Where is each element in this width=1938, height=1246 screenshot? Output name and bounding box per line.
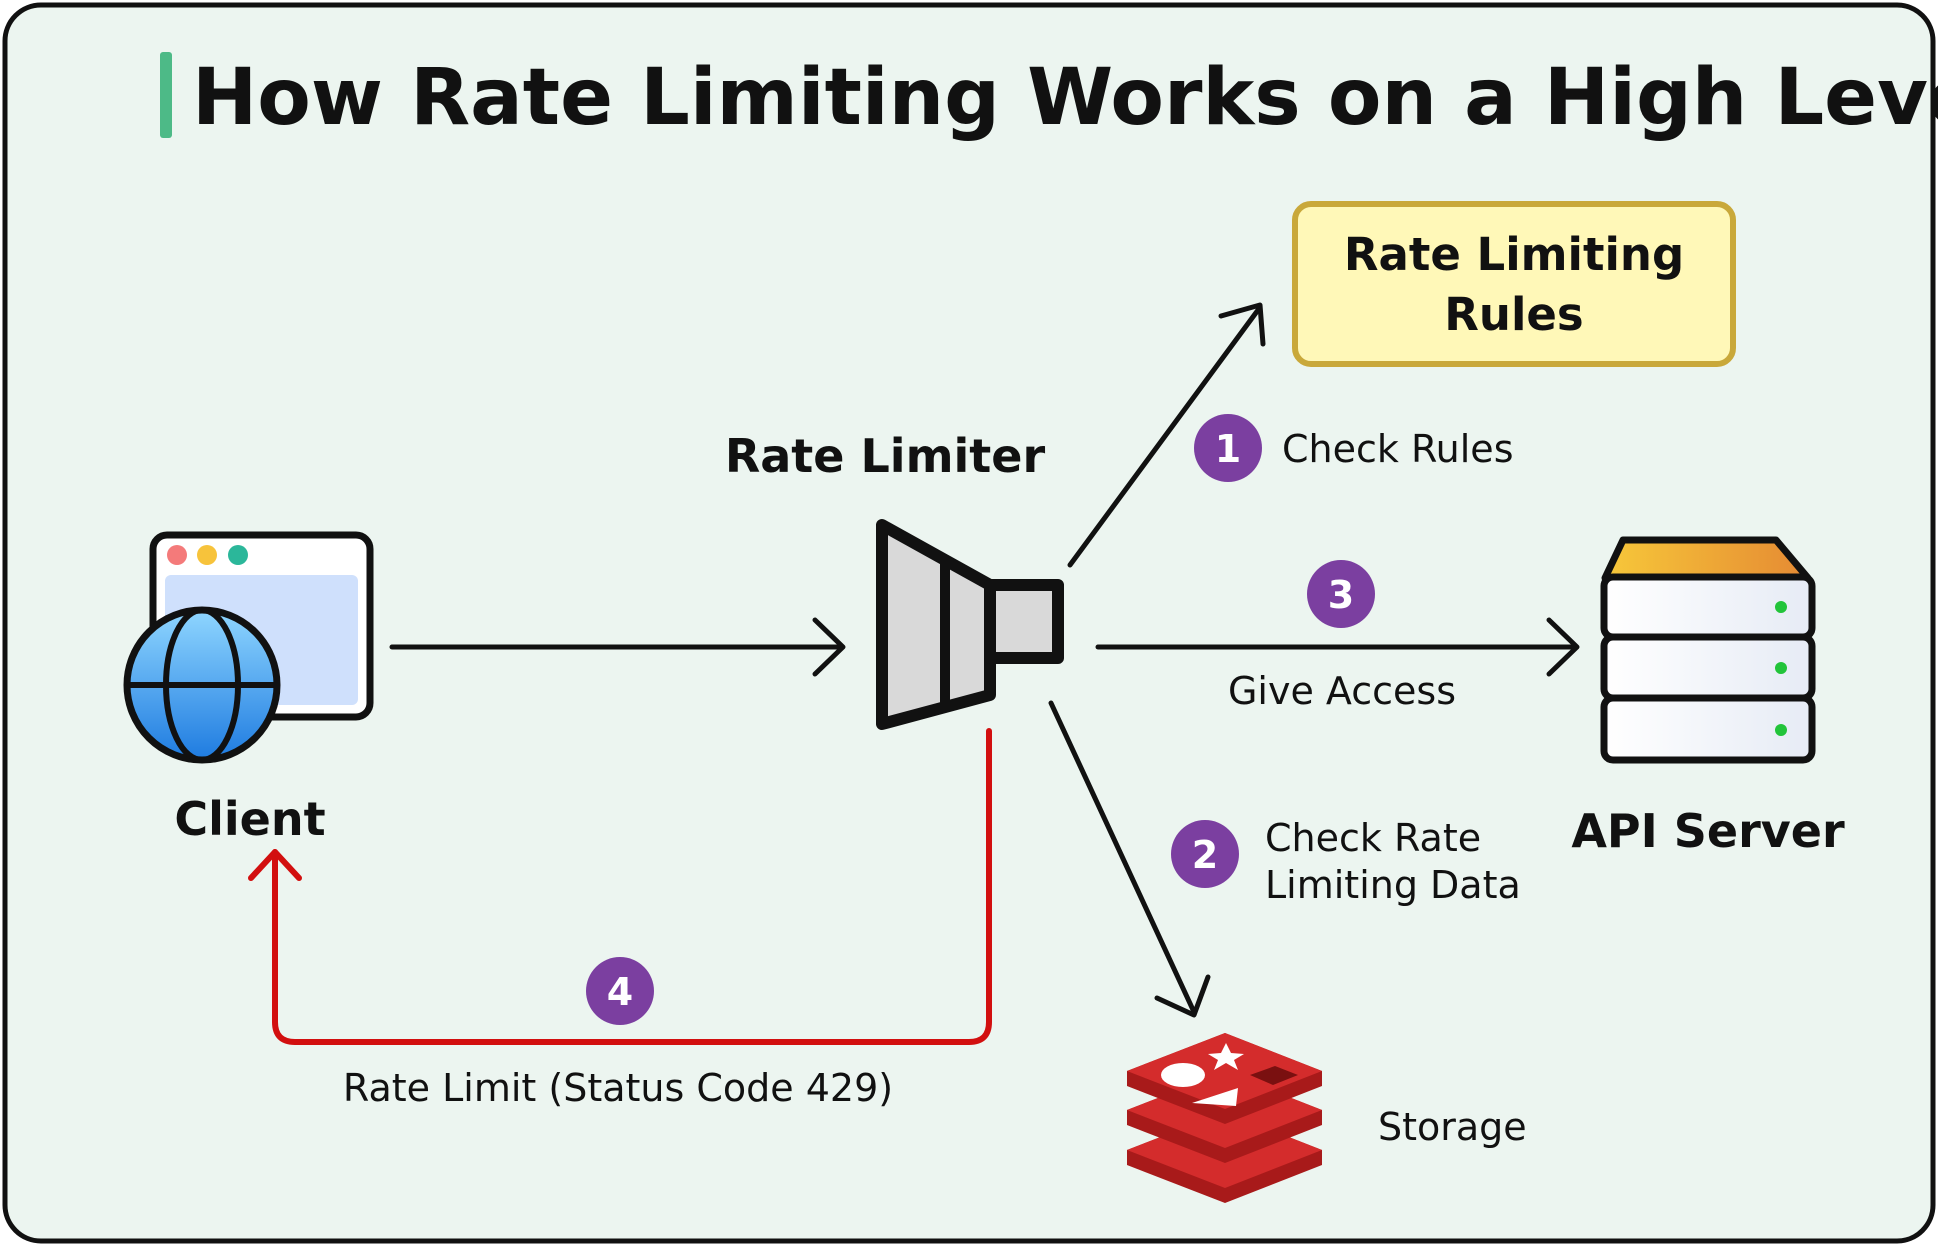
check-data-label-line2: Limiting Data <box>1265 863 1521 907</box>
client-label: Client <box>174 792 325 846</box>
rules-label-line2: Rules <box>1444 288 1583 341</box>
check-data-arrow <box>1048 700 1211 1018</box>
rate-limit-arrow <box>248 728 992 1045</box>
svg-text:2: 2 <box>1192 833 1218 877</box>
step-3-badge: 3 <box>1307 560 1375 628</box>
title-accent-bar <box>160 52 172 138</box>
svg-text:1: 1 <box>1215 427 1241 471</box>
request-arrow <box>389 617 846 677</box>
rate-limit-label: Rate Limit (Status Code 429) <box>343 1066 893 1110</box>
svg-text:3: 3 <box>1328 573 1354 617</box>
api-server-label: API Server <box>1571 804 1845 858</box>
give-access-arrow <box>1095 617 1580 677</box>
rules-label-line1: Rate Limiting <box>1344 228 1684 281</box>
step-2-badge: 2 <box>1171 820 1239 888</box>
check-rules-arrow <box>1067 302 1266 568</box>
check-data-label-line1: Check Rate <box>1265 816 1481 860</box>
page-title: How Rate Limiting Works on a High Level <box>192 53 1938 143</box>
check-rules-label: Check Rules <box>1282 427 1514 471</box>
step-1-badge: 1 <box>1194 414 1262 482</box>
browser-globe-icon <box>123 531 374 764</box>
server-stack-icon <box>1600 536 1816 764</box>
rate-limiter-label: Rate Limiter <box>725 429 1046 483</box>
svg-text:4: 4 <box>607 970 633 1014</box>
give-access-label: Give Access <box>1228 669 1456 713</box>
funnel-limiter-icon <box>876 519 1064 730</box>
redis-stack-icon <box>1127 1033 1322 1203</box>
rate-limiting-rules-box <box>1292 201 1736 367</box>
storage-label: Storage <box>1378 1105 1527 1149</box>
step-4-badge: 4 <box>586 957 654 1025</box>
